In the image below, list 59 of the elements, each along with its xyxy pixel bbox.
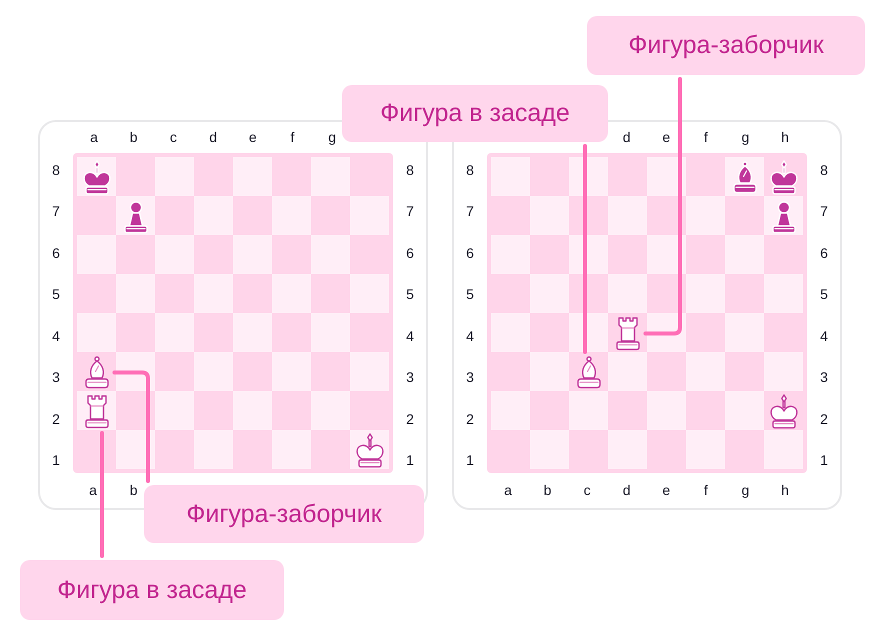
rank-number: 7	[820, 203, 828, 220]
rank-number: 5	[466, 286, 474, 302]
rank-number: 6	[406, 244, 414, 261]
rank-number: 7	[406, 203, 414, 220]
callout-label: Фигура в засаде	[342, 85, 608, 142]
rank-number: 8	[52, 162, 60, 178]
rank-number: 5	[820, 286, 828, 302]
file-letter: d	[209, 129, 217, 145]
rank-number: 2	[52, 410, 60, 427]
rank-number: 3	[406, 369, 414, 386]
file-letter: a	[90, 129, 98, 145]
rank-number: 3	[52, 369, 60, 386]
file-letter: h	[781, 129, 789, 145]
file-letter: g	[742, 482, 750, 498]
rank-number: 4	[406, 328, 414, 344]
file-letter: e	[662, 129, 670, 145]
file-letter: e	[248, 129, 257, 145]
file-letter: d	[622, 129, 631, 145]
rank-number: 1	[466, 452, 474, 468]
rank-number: 1	[52, 452, 60, 468]
rank-number: 1	[820, 452, 828, 468]
rank-number: 7	[466, 203, 474, 220]
rank-number: 4	[466, 328, 474, 344]
file-letter: h	[781, 482, 789, 498]
callout-label: Фигура-заборчик	[587, 16, 865, 75]
file-letter: d	[622, 482, 631, 498]
file-letter: a	[89, 482, 97, 498]
rank-number: 8	[820, 162, 828, 178]
file-letter: b	[130, 482, 138, 498]
file-letter: c	[584, 482, 591, 498]
rank-number: 2	[820, 410, 828, 427]
rank-number: 4	[820, 328, 828, 344]
rank-number: 3	[466, 369, 474, 386]
file-letter: f	[704, 482, 708, 498]
file-letter: f	[290, 129, 294, 145]
leader-line	[100, 431, 104, 558]
rank-number: 2	[466, 410, 474, 427]
rank-number: 8	[406, 162, 414, 178]
rank-number: 7	[52, 203, 60, 220]
file-letter: c	[170, 129, 177, 145]
rank-number: 3	[820, 369, 828, 386]
callout-label: Фигура-заборчик	[144, 485, 424, 543]
file-letter: b	[544, 482, 552, 498]
rank-number: 8	[466, 162, 474, 178]
rank-number: 6	[52, 244, 60, 261]
file-letter: f	[704, 129, 708, 145]
rank-number: 5	[52, 286, 60, 302]
file-letter: e	[662, 482, 670, 498]
file-letter: b	[130, 129, 138, 145]
rank-number: 5	[406, 286, 414, 302]
rank-number: 1	[406, 452, 414, 468]
rank-number: 6	[466, 244, 474, 261]
rank-number: 4	[52, 328, 60, 344]
callout-label: Фигура в засаде	[20, 560, 284, 620]
file-letter: g	[328, 129, 336, 145]
file-letter: a	[504, 482, 512, 498]
rank-number: 6	[820, 244, 828, 261]
file-letter: g	[742, 129, 750, 145]
rank-number: 2	[406, 410, 414, 427]
